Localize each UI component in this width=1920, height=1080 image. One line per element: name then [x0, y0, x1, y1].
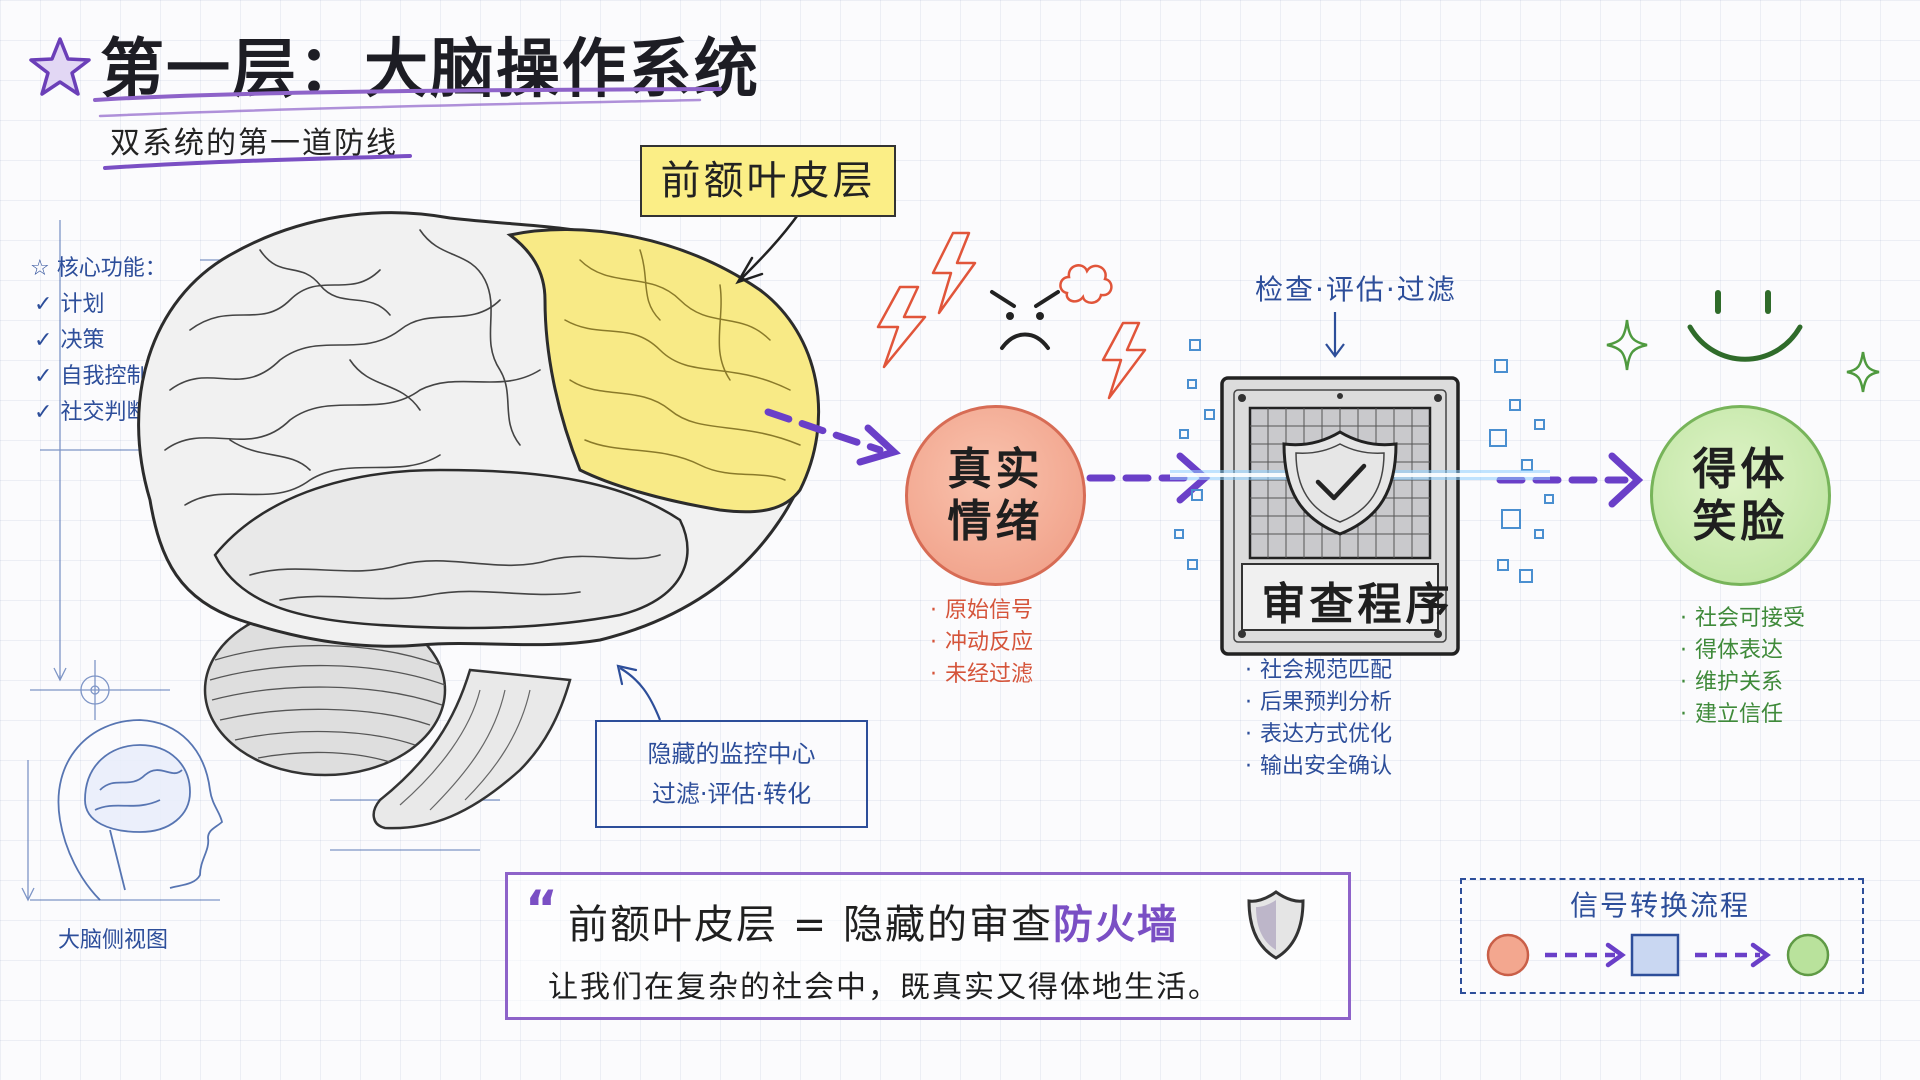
check-evaluate-filter-label: 检查·评估·过滤 [1255, 273, 1457, 306]
list-item: ·社会规范匹配 [1245, 658, 1393, 683]
check-icon: ✓ [34, 292, 53, 317]
smile-face-icon [1687, 290, 1803, 362]
list-item: ·后果预判分析 [1245, 690, 1393, 715]
list-item: ·社会可接受 [1680, 606, 1806, 631]
signal-flow-diagram [1486, 933, 1830, 977]
list-item: ·维护关系 [1680, 670, 1784, 695]
quote-mark: “ [525, 880, 558, 938]
list-item: ·输出安全确认 [1245, 754, 1393, 779]
real-emotion-label: 真实情绪 [947, 443, 1044, 547]
small-star-icon: ☆ [30, 256, 57, 281]
firewall-highlight: 防火墙 [1052, 902, 1179, 948]
star-icon [29, 37, 91, 96]
list-item: ·冲动反应 [930, 630, 1034, 655]
sparkle-icon [1846, 351, 1880, 393]
review-list: ·社会规范匹配 ·后果预判分析 ·表达方式优化 ·输出安全确认 [1245, 655, 1392, 783]
flow-review-node [1630, 933, 1680, 977]
hidden-monitor-box: 隐藏的监控中心 过滤·评估·转化 [595, 720, 868, 828]
lightning-icon [931, 231, 977, 315]
flow-emotion-node [1486, 933, 1530, 977]
signal-flow-title: 信号转换流程 [1569, 889, 1750, 922]
list-item: ·得体表达 [1680, 638, 1784, 663]
quote-main-text: 前额叶皮层 = 隐藏的审查防火墙 [568, 902, 1179, 948]
anger-cloud-icon [1059, 264, 1113, 304]
lightning-icon [1101, 321, 1147, 400]
angry-face-icon [990, 290, 1060, 350]
list-item: ·原始信号 [930, 598, 1034, 623]
check-icon: ✓ [34, 400, 53, 425]
quote-subtext: 让我们在复杂的社会中，既真实又得体地生活。 [548, 970, 1220, 1005]
prefrontal-cortex-label: 前额叶皮层 [640, 145, 896, 217]
list-item: ·未经过滤 [930, 662, 1034, 687]
subtitle-underline [103, 154, 412, 170]
list-item: ·建立信任 [1680, 702, 1784, 727]
check-icon: ✓ [34, 364, 53, 389]
core-function-item: ✓社交判断 [34, 400, 149, 425]
list-item: ·表达方式优化 [1245, 722, 1393, 747]
review-box [1170, 339, 1554, 656]
monitor-line2: 过滤·评估·转化 [651, 780, 812, 808]
core-function-item: ✓自我控制 [34, 364, 149, 389]
down-arrow-icon [1325, 312, 1345, 358]
flow-smile-node [1786, 933, 1830, 977]
appropriate-smile-label: 得体笑脸 [1692, 443, 1789, 547]
lightning-icon [876, 285, 927, 369]
core-function-item: ✓计划 [34, 292, 105, 317]
shield-icon [1247, 890, 1305, 960]
signal-flow-box [1460, 878, 1864, 994]
review-program-label: 审查程序 [1261, 579, 1454, 630]
monitor-line1: 隐藏的监控中心 [647, 740, 816, 768]
core-functions-title: ☆ 核心功能： [30, 256, 167, 281]
appropriate-smile-list: ·社会可接受 ·得体表达 ·维护关系 ·建立信任 [1680, 603, 1805, 731]
quote-box [505, 872, 1351, 1020]
title-underline [93, 87, 722, 118]
real-emotion-circle: 真实情绪 [905, 405, 1086, 586]
side-view-caption: 大脑侧视图 [58, 928, 169, 953]
appropriate-smile-circle: 得体笑脸 [1650, 405, 1831, 586]
core-function-item: ✓决策 [34, 328, 105, 353]
sparkle-icon [1606, 319, 1648, 371]
page-subtitle: 双系统的第一道防线 [110, 126, 398, 161]
real-emotion-list: ·原始信号 ·冲动反应 ·未经过滤 [930, 595, 1033, 691]
check-icon: ✓ [34, 328, 53, 353]
